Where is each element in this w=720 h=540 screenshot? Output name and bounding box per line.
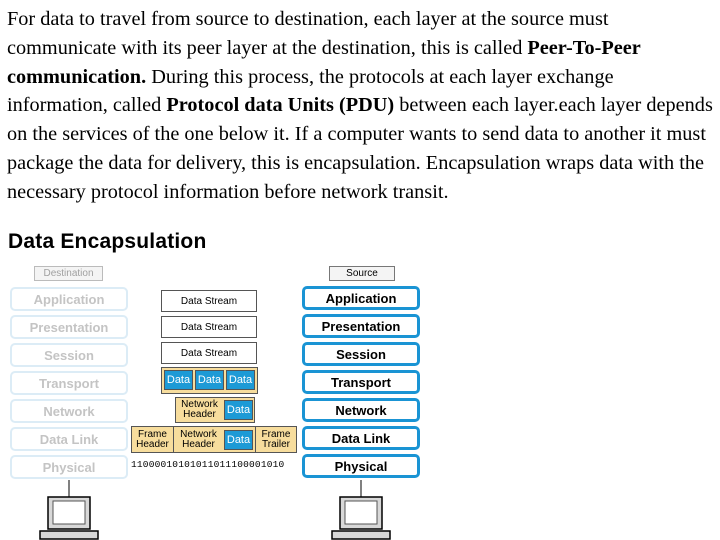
pdu-network-data: Data bbox=[224, 400, 253, 420]
pdu-frame bbox=[131, 426, 297, 453]
destination-label: Destination bbox=[34, 266, 103, 281]
pdu-transport-data-2: Data bbox=[195, 370, 224, 390]
paragraph-text-2: During this process, the protocols at ea… bbox=[7, 65, 614, 117]
source-label: Source bbox=[329, 266, 395, 281]
pdu-data-stream-session: Data Stream bbox=[161, 342, 257, 364]
src-layer-application: Application bbox=[302, 286, 420, 310]
dest-layer-presentation: Presentation bbox=[10, 315, 128, 339]
pdu-data-stream-presentation: Data Stream bbox=[161, 316, 257, 338]
paragraph-text-1: For data to travel from source to destin… bbox=[7, 8, 609, 59]
dest-layer-transport: Transport bbox=[10, 371, 128, 395]
dest-layer-session: Session bbox=[10, 343, 128, 367]
src-layer-network: Network bbox=[302, 398, 420, 422]
pdu-frame-network-header: Network Header bbox=[180, 428, 217, 450]
pdu-data-stream-application: Data Stream bbox=[161, 290, 257, 312]
paragraph-bold-pdu: Protocol data Units (PDU) bbox=[166, 94, 395, 117]
pdu-frame-data: Data bbox=[224, 430, 253, 450]
dest-layer-network: Network bbox=[10, 399, 128, 423]
src-layer-transport: Transport bbox=[302, 370, 420, 394]
pdu-frame-header: Frame Header bbox=[132, 427, 174, 452]
pdu-transport-data-1: Data bbox=[164, 370, 193, 390]
destination-computer-icon bbox=[39, 496, 99, 540]
dest-layer-physical: Physical bbox=[10, 455, 128, 479]
pdu-network-header: Network Header bbox=[181, 399, 218, 420]
dest-layer-application: Application bbox=[10, 287, 128, 311]
paragraph-bold-peer: Peer-To-Peer communication. bbox=[7, 36, 641, 88]
pdu-bits: 11000010101011011100001010 bbox=[131, 459, 285, 470]
src-layer-physical: Physical bbox=[302, 454, 420, 478]
dest-layer-data-link: Data Link bbox=[10, 427, 128, 451]
src-layer-session: Session bbox=[302, 342, 420, 366]
pdu-frame-trailer: Frame Trailer bbox=[255, 427, 296, 452]
intro-paragraph: For data to travel from source to destin… bbox=[7, 5, 717, 207]
diagram-title: Data Encapsulation bbox=[8, 230, 207, 253]
src-layer-presentation: Presentation bbox=[302, 314, 420, 338]
pdu-transport-data-3: Data bbox=[226, 370, 255, 390]
paragraph-text-3: between each layer.each layer depends on… bbox=[7, 94, 713, 203]
source-computer-icon bbox=[331, 496, 391, 540]
src-layer-data-link: Data Link bbox=[302, 426, 420, 450]
